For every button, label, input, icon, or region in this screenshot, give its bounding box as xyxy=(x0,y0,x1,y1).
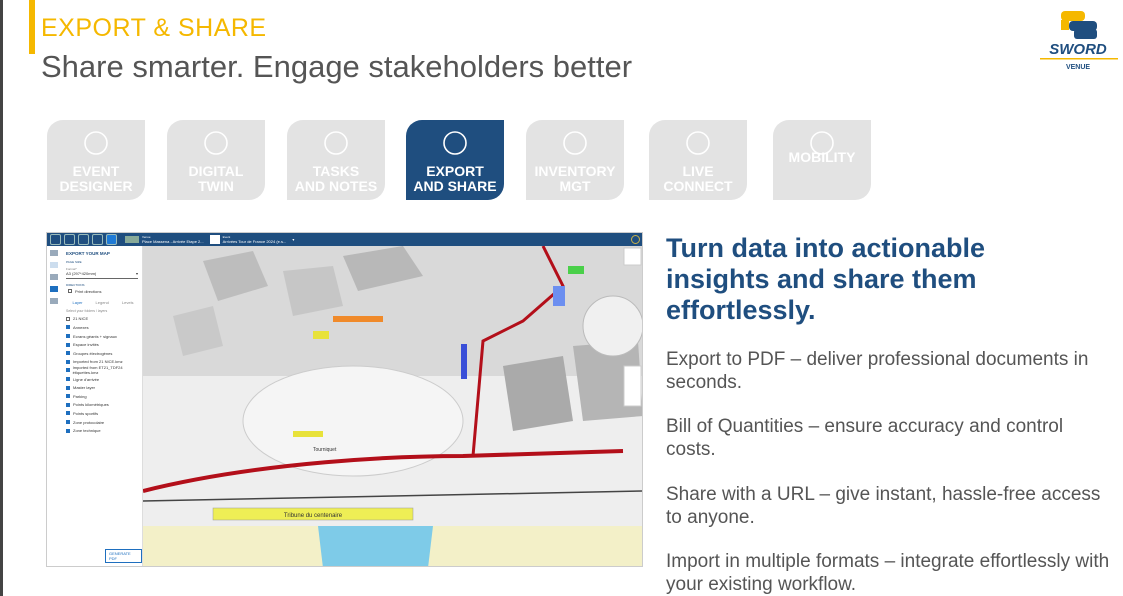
bullet-import-formats: Import in multiple formats – integrate e… xyxy=(666,551,1110,595)
layer-checkbox[interactable]: Ligne d'arrivée xyxy=(47,375,142,384)
format-select[interactable]: Format* A3 (297*420mm) ▾ xyxy=(66,267,138,279)
cube-icon xyxy=(204,131,228,155)
checkbox-icon xyxy=(66,334,70,339)
checkbox-icon xyxy=(66,351,70,356)
event-selector[interactable]: Event Arrivées Tour de France 2024 (e.s.… xyxy=(222,235,287,244)
checkbox-icon xyxy=(66,394,70,399)
layer-checkbox[interactable]: 21 NICE xyxy=(47,315,142,324)
checkbox-icon xyxy=(66,377,70,382)
layer-checkbox[interactable]: Zone protocolaire xyxy=(47,418,142,427)
layer-checkbox[interactable]: Parking xyxy=(47,392,142,401)
layer-checkbox[interactable]: Points sportifs xyxy=(47,409,142,418)
layer-checkbox[interactable]: Ecrans géants + signaux xyxy=(47,332,142,341)
chair-icon xyxy=(563,131,587,155)
sword-venue-logo: SWORD VENUE xyxy=(1040,11,1118,71)
tab-legend[interactable]: Legend xyxy=(95,299,109,305)
tourniquet-label: Tourniquet xyxy=(313,447,337,453)
bullet-share-url: Share with a URL – give instant, hassle-… xyxy=(666,484,1101,528)
bulb-icon[interactable] xyxy=(92,234,103,245)
select-hint: Select your folders / layers xyxy=(66,308,108,313)
page-size-label: PAGE SIZE xyxy=(66,260,82,264)
pin-icon[interactable] xyxy=(50,262,58,268)
checkbox-icon xyxy=(66,342,70,347)
checkbox-icon xyxy=(66,428,70,433)
building-icon[interactable] xyxy=(50,274,58,280)
checkbox-icon xyxy=(66,385,70,390)
share-icon[interactable] xyxy=(106,234,117,245)
map-zoom-controls[interactable] xyxy=(623,365,642,407)
share-icon[interactable] xyxy=(50,298,58,304)
chevron-down-icon[interactable]: ▾ xyxy=(292,237,295,242)
event-thumbnail xyxy=(209,235,220,244)
layer-checkbox[interactable]: Espace invités xyxy=(47,340,142,349)
bullet-export-pdf: Export to PDF – deliver professional doc… xyxy=(666,349,1089,393)
svg-text:SWORD: SWORD xyxy=(1049,41,1107,58)
layer-checkbox[interactable]: Master layer xyxy=(47,383,142,392)
tab-layer[interactable]: Layer xyxy=(72,299,83,305)
checkbox-icon xyxy=(66,368,70,373)
map-view[interactable]: Tribune du centenaire Tourniquet xyxy=(143,246,643,567)
edit-icon[interactable] xyxy=(50,250,58,256)
checkbox-icon xyxy=(66,325,70,330)
layer-checkbox[interactable]: Annexes xyxy=(47,323,142,332)
checkbox-icon xyxy=(66,420,70,425)
checkbox-icon xyxy=(66,411,70,416)
layer-checkbox[interactable]: Imported from ET21_TDF24 étiquettes.kmz xyxy=(47,365,142,375)
print-directions-checkbox[interactable]: Print directions xyxy=(47,287,142,296)
tab-levels[interactable]: Levels xyxy=(121,299,134,305)
map-search-button[interactable] xyxy=(623,247,642,266)
panel-title: EXPORT YOUR MAP xyxy=(66,251,110,256)
left-edge xyxy=(0,0,3,596)
layer-checkbox[interactable]: Groupes électrogènes xyxy=(47,349,142,358)
layer-checkbox[interactable]: Imported from 21 NICE.kmz xyxy=(47,358,142,367)
iot-chip-icon xyxy=(686,131,710,155)
home-icon[interactable] xyxy=(50,234,61,245)
directions-label: DIRECTIONS xyxy=(66,283,85,287)
tile-mobility[interactable]: MOBILITY xyxy=(773,120,871,200)
bullet-bill-of-quantities: Bill of Quantities – ensure accuracy and… xyxy=(666,416,1064,460)
tools-icon[interactable] xyxy=(64,234,75,245)
export-panel: EXPORT YOUR MAP PAGE SIZE Format* A3 (29… xyxy=(47,246,143,566)
pencil-ruler-icon xyxy=(84,131,108,155)
route-pin-icon xyxy=(810,131,834,155)
user-avatar[interactable] xyxy=(631,235,640,244)
app-screenshot: Venue Place Massena - Arrivée Etape 2...… xyxy=(46,232,643,567)
generate-pdf-button[interactable]: GENERATE PDF xyxy=(105,549,142,563)
layer-checkbox[interactable]: Points kilométriques xyxy=(47,401,142,410)
tribune-label: Tribune du centenaire xyxy=(284,513,343,519)
app-topbar: Venue Place Massena - Arrivée Etape 2...… xyxy=(47,233,642,246)
share-nodes-icon xyxy=(443,131,467,155)
chevron-down-icon: ▾ xyxy=(135,271,138,276)
svg-text:VENUE: VENUE xyxy=(1066,64,1090,71)
accent-bar xyxy=(29,0,35,54)
chat-icon[interactable] xyxy=(78,234,89,245)
checkbox-icon xyxy=(66,402,70,407)
checkbox-icon xyxy=(66,316,70,321)
chat-icon xyxy=(324,131,348,155)
layer-checkbox[interactable]: Zone technique xyxy=(47,426,142,435)
checkbox-icon xyxy=(66,359,70,364)
venue-thumbnail xyxy=(125,236,139,243)
content-heading: Turn data into actionable insights and s… xyxy=(666,233,986,325)
upload-icon[interactable] xyxy=(50,286,58,292)
section-kicker: EXPORT & SHARE xyxy=(41,14,267,42)
page-title: Share smarter. Engage stakeholders bette… xyxy=(41,49,633,84)
venue-selector[interactable]: Venue Place Massena - Arrivée Etape 2... xyxy=(142,235,204,244)
